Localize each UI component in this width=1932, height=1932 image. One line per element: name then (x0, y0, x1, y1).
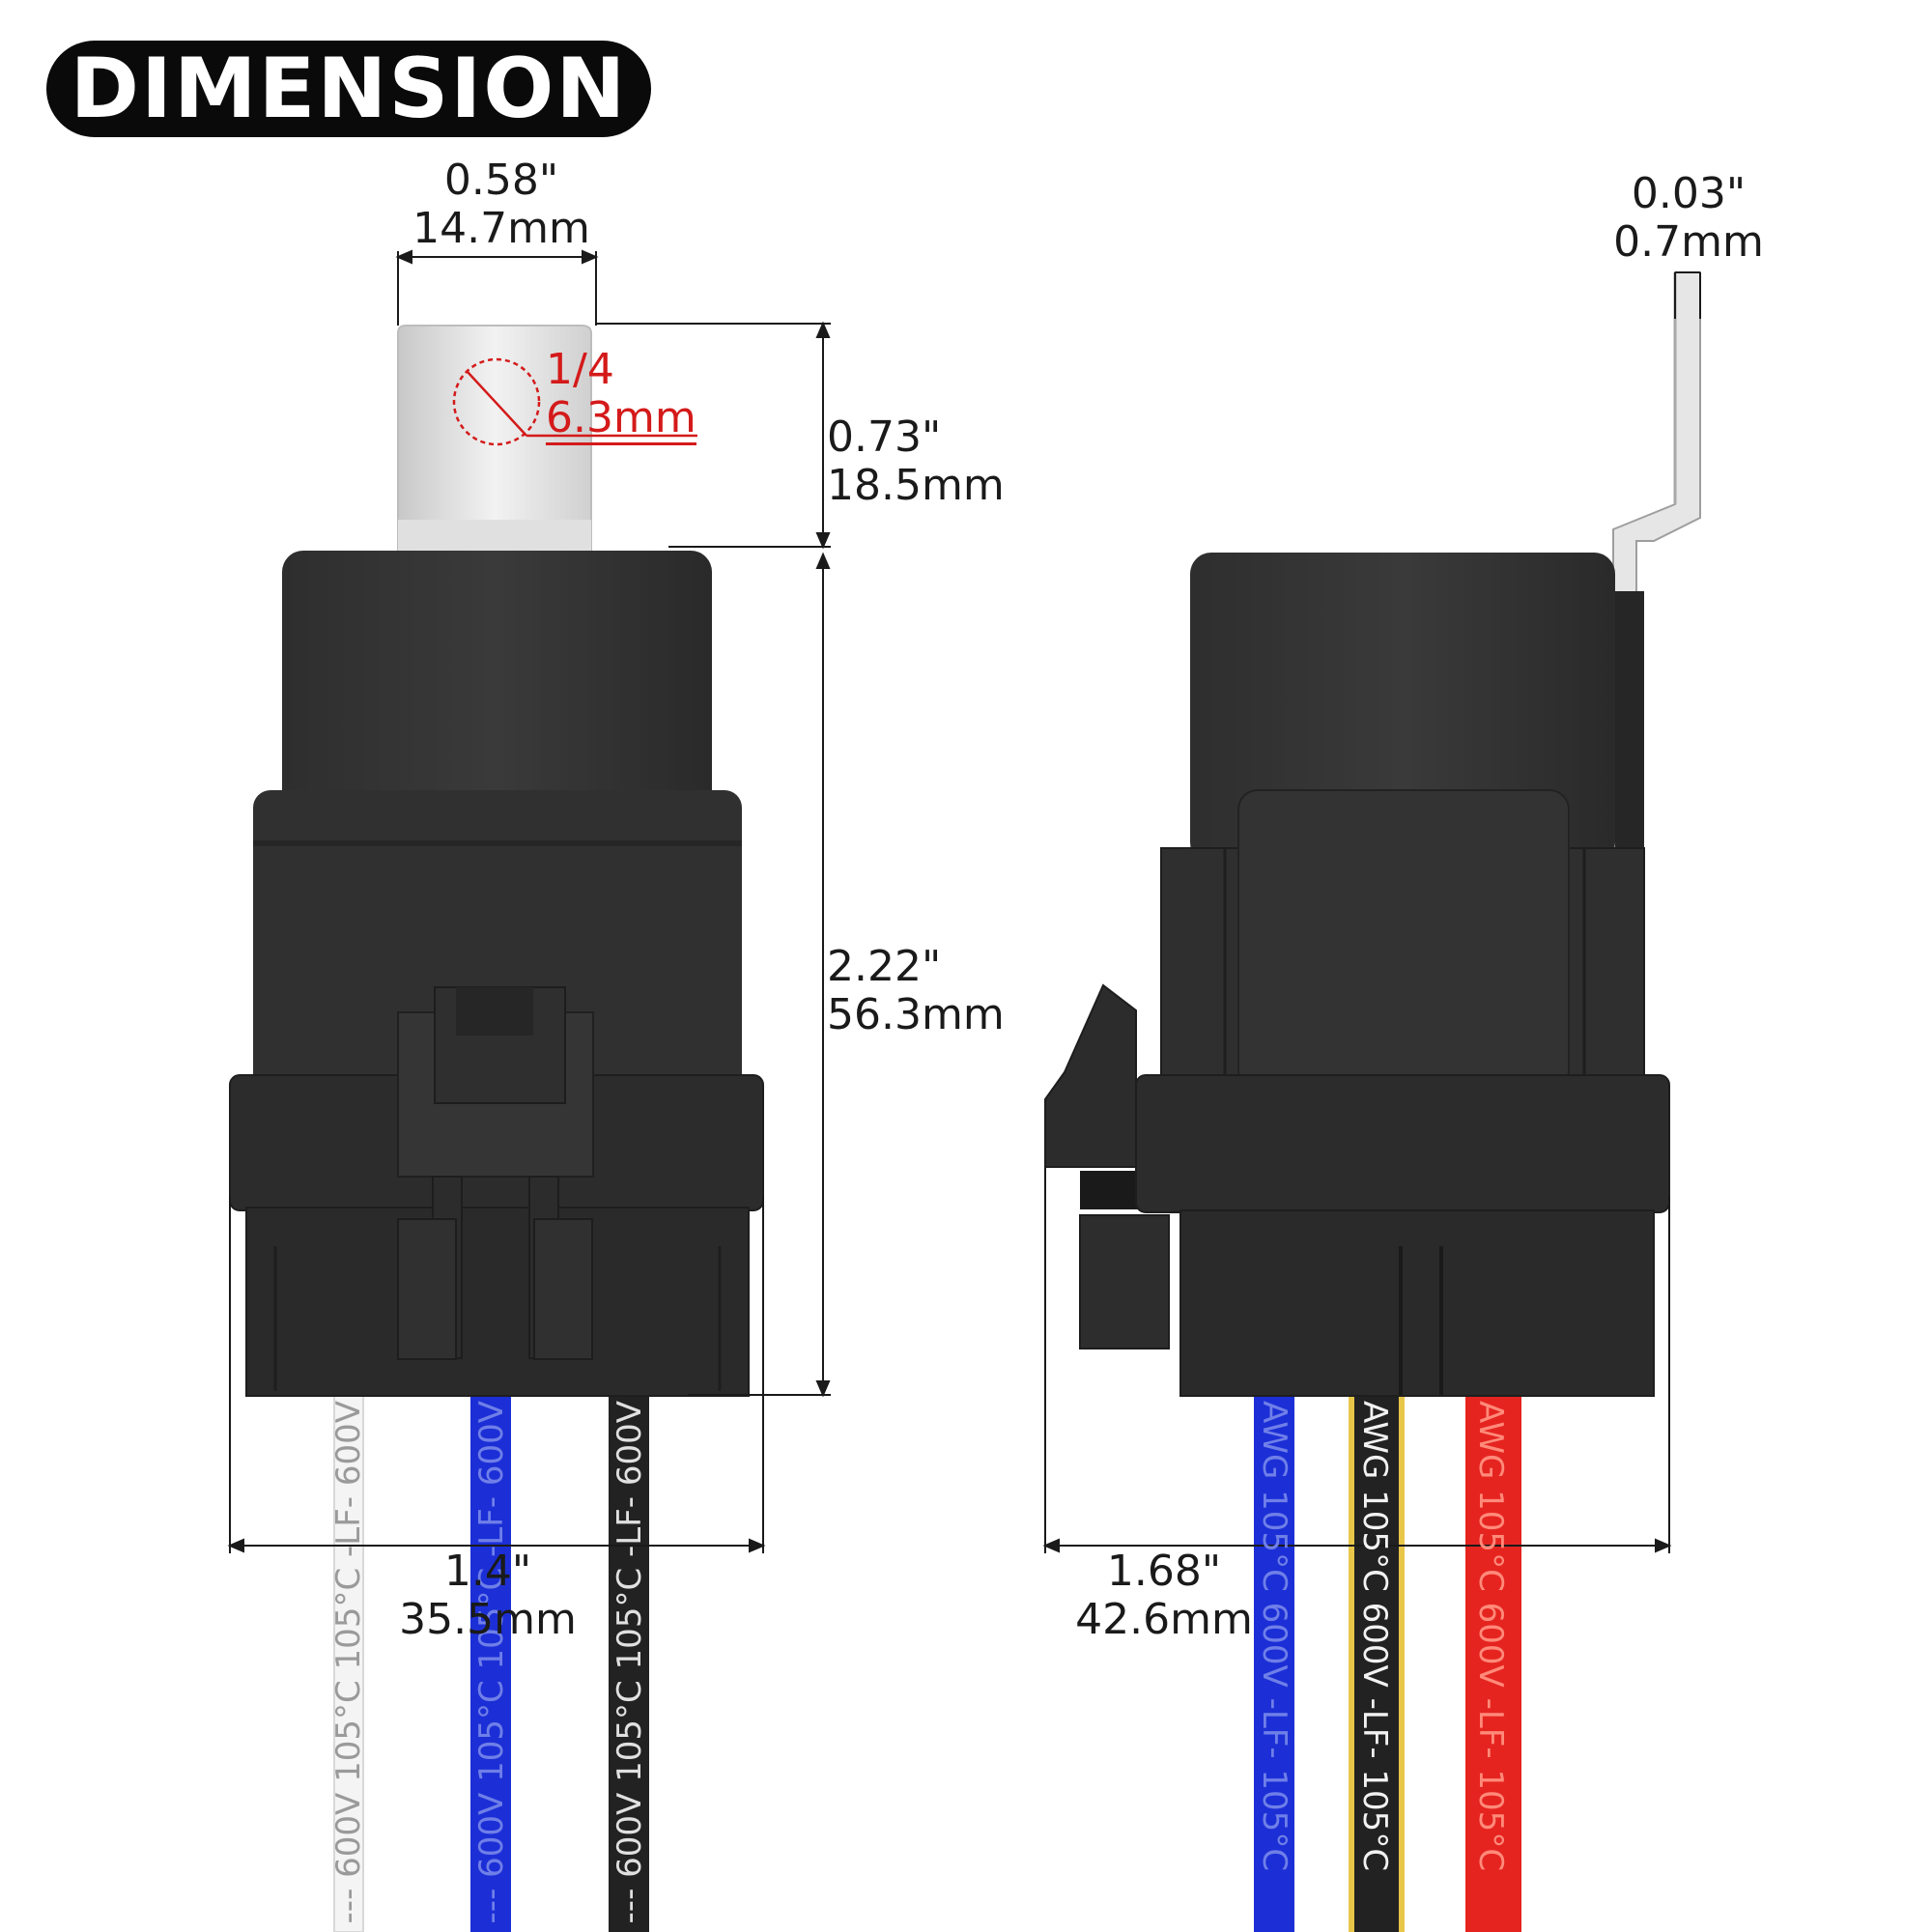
side-latch (1044, 983, 1137, 1168)
dimension-title: DIMENSION (70, 41, 628, 137)
tab-thickness-label: 0.03" 0.7mm (1613, 169, 1764, 267)
front-bottom-connector (245, 1207, 750, 1397)
hole-size-label: 1/4 6.3mm (546, 346, 696, 445)
hole-diameter-line (467, 371, 527, 437)
front-dimension-lines (227, 249, 831, 1553)
side-dimension-lines (1042, 271, 1701, 1553)
wire-texts: AWG --- 600V 105°C 105°C -LF- 600V AWG -… (329, 1401, 1510, 1932)
front-middle-body (253, 790, 742, 1094)
side-bottom-connector (1179, 1209, 1655, 1397)
front-view-relay (229, 325, 764, 1932)
body-height-label: 2.22" 56.3mm (827, 942, 1005, 1039)
side-middle-cover (1237, 789, 1570, 1091)
dimension-title-badge: DIMENSION (46, 41, 651, 137)
front-wire-blue-text: AWG --- 600V 105°C 105°C -LF- 600V (472, 1401, 511, 1932)
side-wire-black-yellow-text: AWG 105°C 600V -LF- 105°C (1355, 1401, 1394, 1871)
side-view-relay (1044, 271, 1701, 1932)
side-wire-blue (1254, 1395, 1294, 1932)
front-wire-blue (470, 1372, 511, 1932)
side-wire-red-text: AWG 105°C 600V -LF- 105°C (1471, 1401, 1510, 1871)
tab-width-label: 0.58" 14.7mm (412, 156, 590, 253)
front-wire-black-text: AWG --- 600V 105°C 105°C -LF- 600V (611, 1401, 649, 1932)
side-mounting-tab (1612, 271, 1701, 605)
front-upper-body (282, 551, 712, 860)
front-wire-black (609, 1372, 649, 1932)
side-wire-blue-text: AWG 105°C 600V -LF- 105°C (1255, 1401, 1293, 1871)
front-tab-bend (398, 520, 591, 551)
side-wire-red (1465, 1395, 1521, 1932)
front-wire-white-text: AWG --- 600V 105°C 105°C -LF- 600V (329, 1401, 368, 1932)
tab-height-label: 0.73" 18.5mm (827, 412, 1005, 510)
side-upper-body (1190, 553, 1615, 864)
front-width-label: 1.4" 35.5mm (399, 1547, 577, 1644)
mounting-hole-icon (452, 357, 541, 446)
side-lock-band (1135, 1074, 1670, 1213)
front-mounting-tab (397, 325, 592, 552)
side-width-label: 1.68" 42.6mm (1075, 1547, 1253, 1644)
